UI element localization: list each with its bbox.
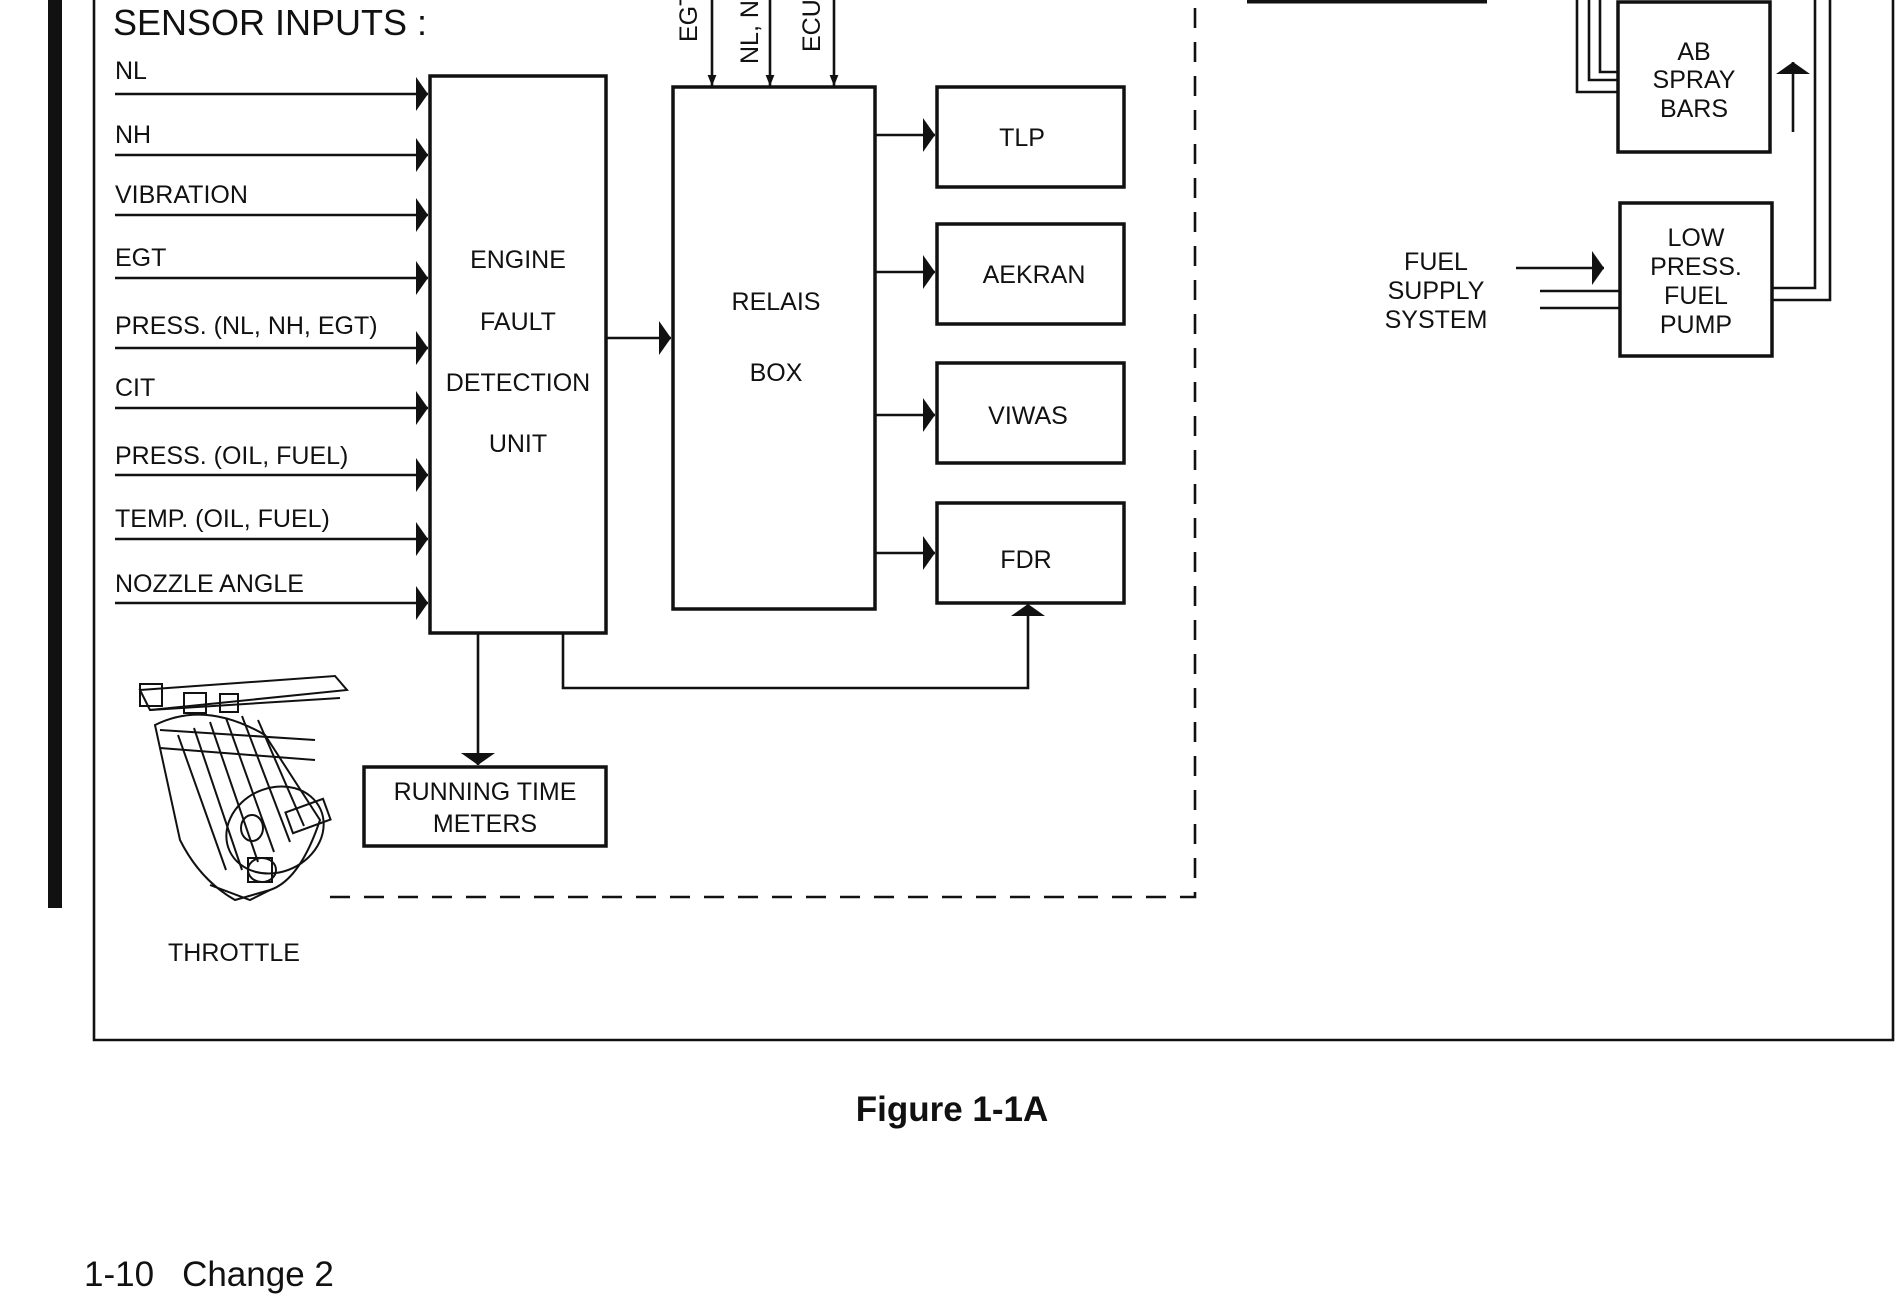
fdr-label: FDR: [1000, 546, 1051, 574]
efdu-label-line: UNIT: [489, 430, 547, 458]
fuel-pump-label-line: PRESS.: [1650, 253, 1742, 281]
efdu-to-fdr-line: [561, 604, 1045, 690]
top-input-label: EGT: [675, 0, 703, 42]
page-footer: 1-10 Change 2: [84, 1255, 362, 1295]
ab-spray-bars-box: [1616, 0, 1772, 154]
sensor-inputs-heading: SENSOR INPUTS :: [113, 2, 427, 43]
ab-feed-line: [1575, 0, 1618, 94]
relais-box: [671, 85, 877, 611]
sensor-input-label: EGT: [115, 244, 166, 272]
sensor-input-label: NOZZLE ANGLE: [115, 570, 304, 598]
throttle-illustration: [138, 674, 350, 902]
top-input-label: NL, NH: [736, 0, 764, 64]
tlp-label: TLP: [999, 124, 1045, 152]
ab-spray-label-line: SPRAY: [1653, 66, 1736, 94]
revision-label: Change 2: [182, 1255, 334, 1294]
low-press-fuel-pump-box: [1618, 201, 1774, 358]
top-input-label: ECU: [798, 0, 826, 52]
figure-caption: Figure 1-1A: [855, 1090, 1049, 1129]
engine-fault-detection-unit-box: [428, 74, 608, 635]
change-bar: [48, 0, 62, 908]
sensor-input-label: PRESS. (NL, NH, EGT): [115, 312, 378, 340]
aekran-label: AEKRAN: [983, 261, 1086, 289]
ab-feed-line: [1587, 0, 1618, 82]
fuel-pump-label-line: LOW: [1668, 224, 1725, 252]
ab-spray-label-line: BARS: [1660, 95, 1728, 123]
ab-spray-label-line: AB: [1677, 38, 1710, 66]
fuel-pump-label-line: PUMP: [1660, 311, 1732, 339]
efdu-label-line: FAULT: [480, 308, 556, 336]
viwas-label: VIWAS: [988, 402, 1068, 430]
fuel-supply-label-line: FUEL: [1404, 248, 1468, 276]
outer-frame: [92, 0, 1895, 1042]
ab-feed-line: [1598, 0, 1618, 74]
running-time-label-line: RUNNING TIME: [394, 778, 577, 806]
sensor-input-label: TEMP. (OIL, FUEL): [115, 505, 330, 533]
top-inputs: EGT NL, NH ECU: [675, 0, 839, 86]
fdr-box: [935, 501, 1126, 605]
sensor-input-label: VIBRATION: [115, 181, 248, 209]
aekran-box: [935, 222, 1126, 326]
relais-label-line: RELAIS: [732, 288, 821, 316]
sensor-input-label: CIT: [115, 374, 155, 402]
sensor-input-label: PRESS. (OIL, FUEL): [115, 442, 348, 470]
page-number: 1-10: [84, 1255, 155, 1294]
fuel-supply-label-line: SYSTEM: [1385, 306, 1488, 334]
tlp-box: [935, 85, 1126, 189]
throttle-label: THROTTLE: [168, 939, 300, 967]
relais-label-line: BOX: [750, 359, 803, 387]
fuel-supply-label-line: SUPPLY: [1388, 277, 1485, 305]
efdu-label-line: ENGINE: [470, 246, 566, 274]
sensor-input-labels: NL NH VIBRATION EGT PRESS. (NL, NH, EGT)…: [115, 57, 378, 598]
sensor-input-arrows: [115, 77, 428, 620]
pump-outlet-line: [1772, 0, 1832, 302]
fuel-pump-label-line: FUEL: [1664, 282, 1728, 310]
efdu-label-line: DETECTION: [446, 369, 590, 397]
viwas-box: [935, 361, 1126, 465]
running-time-label-line: METERS: [433, 810, 537, 838]
sensor-input-label: NL: [115, 57, 147, 85]
dashed-boundary: [330, 0, 1197, 899]
sensor-input-label: NH: [115, 121, 151, 149]
pump-outlet-line: [1772, 0, 1817, 290]
running-time-meters-box: [362, 765, 608, 848]
